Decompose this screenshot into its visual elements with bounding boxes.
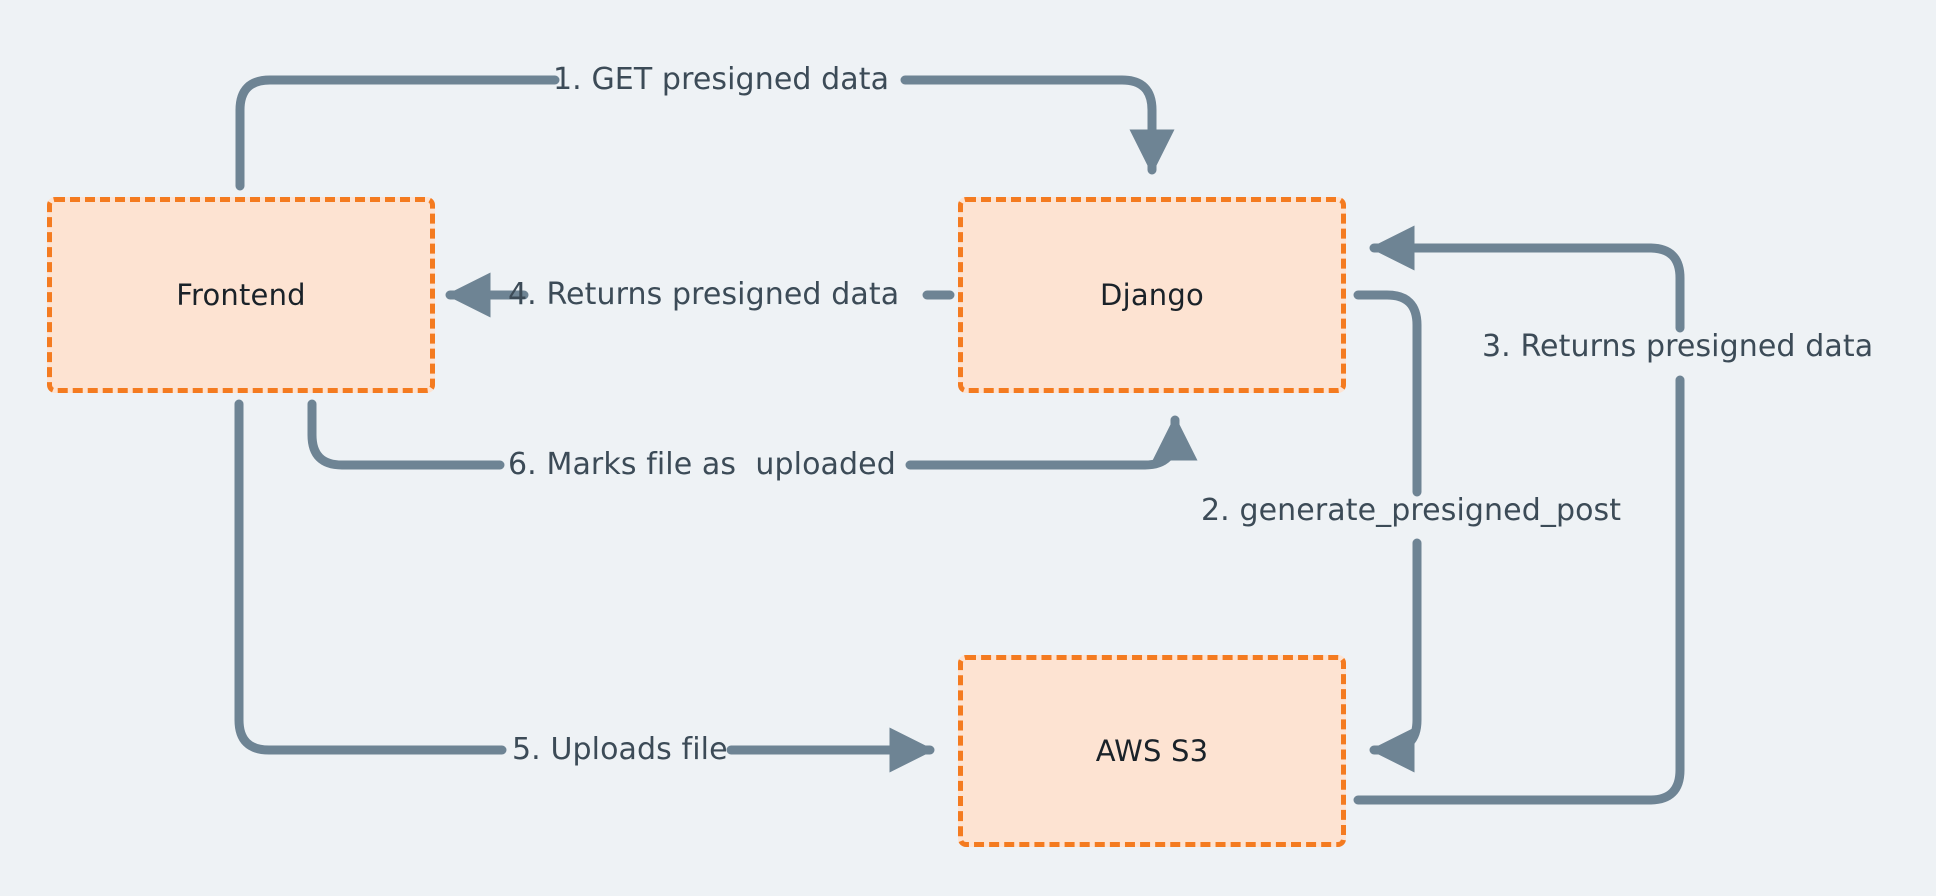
- edge-path-1: [235, 75, 1152, 186]
- node-aws-s3[interactable]: AWS S3: [958, 655, 1346, 847]
- edge-path-3: [1358, 248, 1685, 805]
- edge-label-5: 5. Uploads file: [512, 732, 728, 767]
- edge-path-6: [307, 404, 1175, 470]
- node-label-django: Django: [1100, 278, 1204, 312]
- edge-label-4: 4. Returns presigned data: [508, 277, 900, 312]
- node-label-frontend: Frontend: [176, 278, 306, 312]
- edge-label-2: 2. generate_presigned_post: [1201, 493, 1622, 528]
- edge-label-1: 1. GET presigned data: [553, 62, 890, 97]
- node-label-aws-s3: AWS S3: [1095, 734, 1209, 768]
- edge-path-5: [234, 399, 930, 750]
- edge-label-6: 6. Marks file as uploaded: [508, 447, 896, 482]
- node-frontend[interactable]: Frontend: [47, 197, 435, 393]
- edge-path-2: [1358, 290, 1422, 750]
- node-django[interactable]: Django: [958, 197, 1346, 393]
- edge-label-3: 3. Returns presigned data: [1482, 329, 1874, 364]
